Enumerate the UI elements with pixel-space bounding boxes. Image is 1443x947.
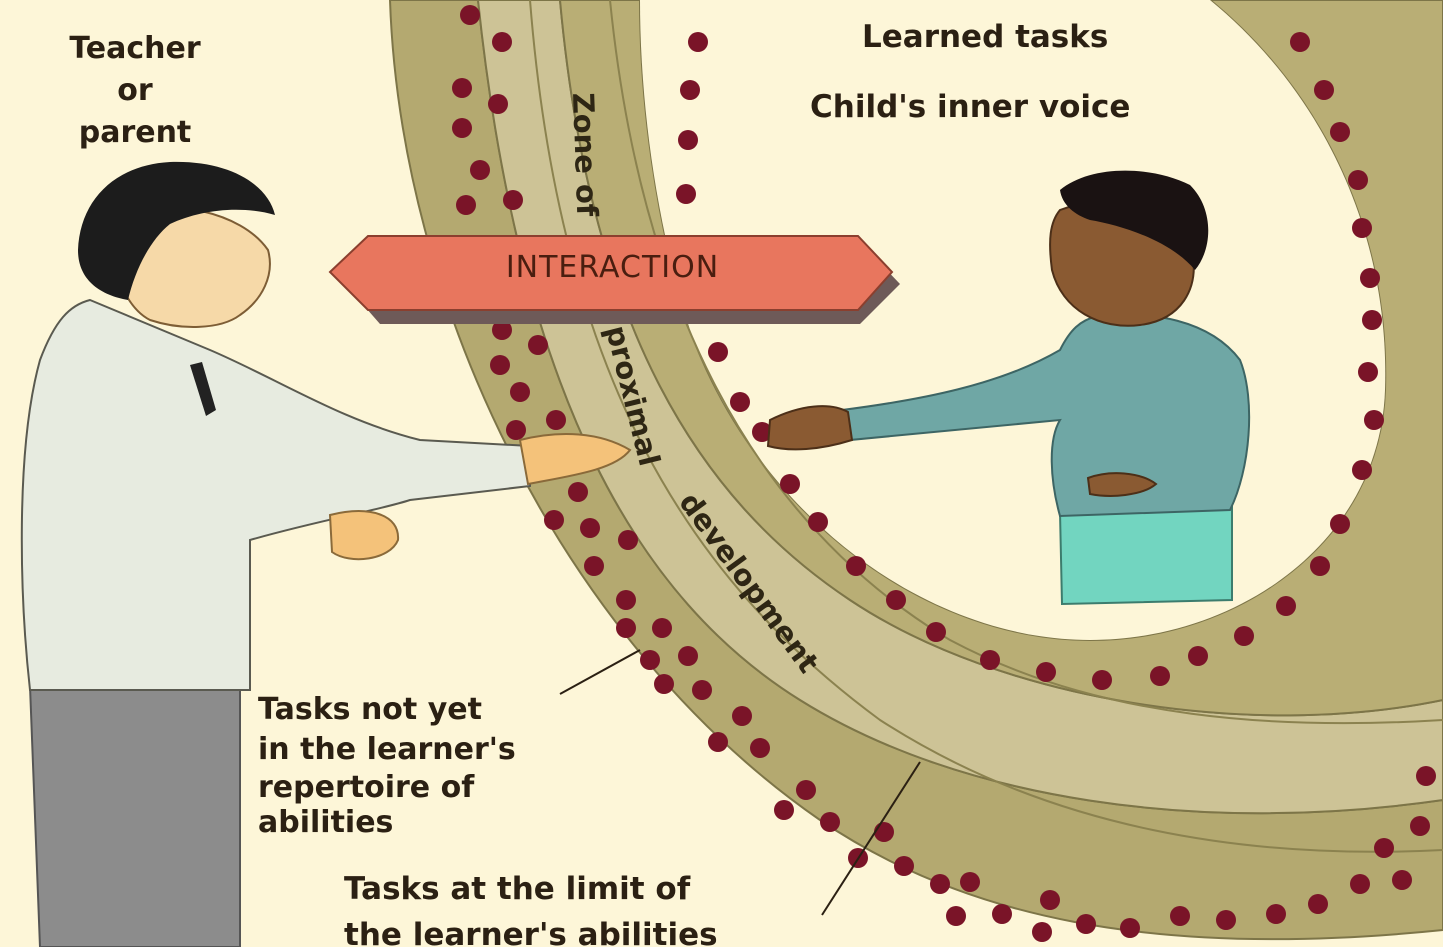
tasks-at-limit-label: Tasks at the limit of the learner's abil… — [344, 866, 718, 947]
tasks-not-yet-line: abilities — [258, 805, 516, 840]
teacher-label-line: parent — [40, 112, 230, 154]
tasks-at-limit-line: Tasks at the limit of — [344, 866, 718, 912]
teacher-label-line: or — [40, 70, 230, 112]
tasks-at-limit-line: the learner's abilities — [344, 912, 718, 947]
teacher-trousers — [30, 686, 240, 947]
learned-tasks-label: Learned tasks — [862, 22, 1108, 53]
teacher-jacket — [22, 300, 530, 690]
teacher-label-line: Teacher — [40, 28, 230, 70]
interaction-label: INTERACTION — [345, 250, 880, 285]
tasks-not-yet-line: in the learner's — [258, 730, 516, 770]
zpd-label-part1: Zone of — [566, 92, 604, 217]
child-pants — [1060, 505, 1232, 604]
teacher-or-parent-label: Teacher or parent — [40, 28, 230, 154]
pointer-line-not-yet — [560, 650, 640, 694]
teacher-other-hand — [330, 511, 398, 559]
tasks-not-yet-label: Tasks not yet in the learner's repertoir… — [258, 690, 516, 840]
inner-voice-label: Child's inner voice — [810, 92, 1130, 123]
tasks-not-yet-line: Tasks not yet — [258, 690, 516, 730]
tasks-not-yet-line: repertoire of — [258, 770, 516, 805]
